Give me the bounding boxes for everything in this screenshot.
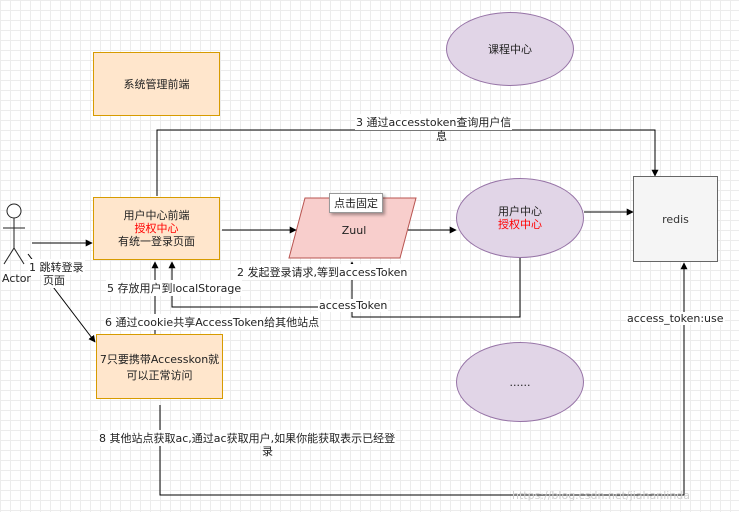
admin-frontend-node[interactable]: 系统管理前端 — [93, 52, 220, 116]
access-node-label: 7只要携带Accesskon就可以正常访问 — [99, 352, 220, 382]
access-node[interactable]: 7只要携带Accesskon就可以正常访问 — [96, 334, 223, 399]
user-center-label: 用户中心 — [498, 205, 542, 218]
admin-frontend-label: 系统管理前端 — [123, 78, 190, 91]
edge-1-label-line2: 页面 — [42, 272, 66, 288]
auth-center-label: 授权中心 — [134, 222, 179, 235]
course-center-node[interactable]: 课程中心 — [446, 12, 574, 86]
course-center-label: 课程中心 — [488, 43, 532, 56]
edge-3-label-line1: 3 通过accesstoken查询用户信 — [355, 114, 513, 130]
user-center-frontend-node[interactable]: 用户中心前端 授权中心 有统一登录页面 — [93, 197, 220, 260]
login-page-label: 有统一登录页面 — [118, 235, 195, 248]
more-node[interactable]: ...... — [456, 342, 584, 422]
user-center-node[interactable]: 用户中心 授权中心 — [456, 178, 584, 258]
edge-2-label: 2 发起登录请求,等到accessToken — [236, 264, 409, 280]
edge-7-label: access_token:use — [626, 312, 725, 325]
zuul-label-wrap: Zuul — [300, 220, 408, 240]
edge-4 — [348, 258, 521, 318]
edge-1-label-line1: 1 跳转登录 — [28, 259, 85, 275]
pin-tooltip-text: 点击固定 — [334, 197, 378, 210]
zuul-label: Zuul — [341, 223, 367, 237]
edge-3 — [156, 129, 659, 196]
redis-label: redis — [662, 212, 689, 226]
user-center-auth-label: 授权中心 — [498, 218, 542, 231]
edge-5 — [168, 261, 352, 308]
edge-3-label-line2: 息 — [436, 130, 447, 143]
edge-8 — [159, 262, 688, 496]
watermark: https://blog.csdn.net/jiahanlinda — [512, 489, 691, 502]
edge-8-label-line1: 8 其他站点获取ac,通过ac获取用户,如果你能获取表示已经登 — [98, 430, 397, 446]
more-node-label: ...... — [509, 375, 531, 389]
edge-8-label-line2: 录 — [262, 445, 273, 458]
actor-label: Actor — [2, 272, 31, 285]
redis-node[interactable]: redis — [633, 176, 718, 262]
actor-icon — [3, 203, 25, 265]
edge-4-label: accessToken — [318, 299, 389, 312]
pin-tooltip[interactable]: 点击固定 — [329, 193, 383, 213]
user-center-frontend-label: 用户中心前端 — [123, 209, 190, 222]
edge-5-label: 5 存放用户到localStorage — [106, 280, 243, 296]
edge-6-label: 6 通过cookie共享AccessToken给其他站点 — [104, 314, 321, 330]
